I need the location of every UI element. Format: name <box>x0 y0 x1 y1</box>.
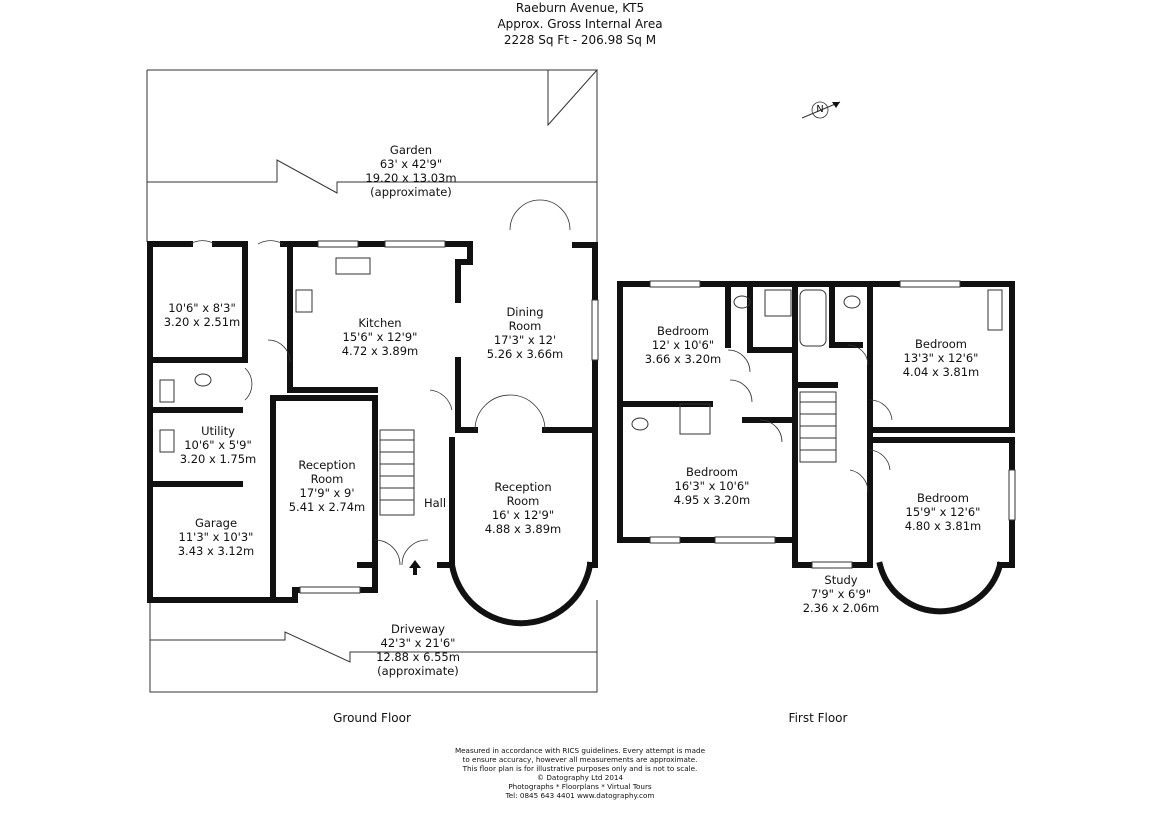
hall-label: Hall <box>423 496 447 510</box>
ground-stairs <box>379 429 415 516</box>
study-label: Study 7'9" x 6'9" 2.36 x 2.06m <box>802 573 880 615</box>
compass-letter: N <box>816 104 824 115</box>
garage-label: Garage 11'3" x 10'3" 3.43 x 3.12m <box>177 516 255 558</box>
garden-outline <box>146 69 599 242</box>
plan-header: Raeburn Avenue, KT5 Approx. Gross Intern… <box>400 0 760 48</box>
first-stairs <box>799 391 837 463</box>
bedroom-2-label: Bedroom 13'3" x 12'6" 4.04 x 3.81m <box>902 337 980 379</box>
dining-room-label: Dining Room 17'3" x 12' 5.26 x 3.66m <box>486 305 564 361</box>
fixtures <box>159 257 1003 453</box>
windows <box>299 240 1016 594</box>
compass-icon <box>801 101 841 119</box>
bedroom-4-label: Bedroom 15'9" x 12'6" 4.80 x 3.81m <box>904 491 982 533</box>
entry-arrow-icon <box>409 560 421 575</box>
store-room-label: 10'6" x 8'3" 3.20 x 2.51m <box>163 301 241 329</box>
bedroom-1-label: Bedroom 12' x 10'6" 3.66 x 3.20m <box>644 324 722 366</box>
disclaimer: Measured in accordance with RICS guideli… <box>454 746 706 800</box>
area-label: Approx. Gross Internal Area <box>497 17 663 31</box>
reception-room-2-label: Reception Room 16' x 12'9" 4.88 x 3.89m <box>484 480 562 536</box>
area-value: 2228 Sq Ft - 206.98 Sq M <box>503 33 657 47</box>
address: Raeburn Avenue, KT5 <box>515 1 645 15</box>
doors <box>189 199 893 566</box>
first-floor-label: First Floor <box>788 711 848 725</box>
bedroom-3-label: Bedroom 16'3" x 10'6" 4.95 x 3.20m <box>673 465 751 507</box>
ground-floor-label: Ground Floor <box>333 711 411 725</box>
reception-room-1-label: Reception Room 17'9" x 9' 5.41 x 2.74m <box>288 458 366 514</box>
driveway-label: Driveway 42'3" x 21'6" 12.88 x 6.55m (ap… <box>376 622 460 678</box>
kitchen-label: Kitchen 15'6" x 12'9" 4.72 x 3.89m <box>341 316 419 358</box>
driveway-outline <box>149 600 598 693</box>
utility-label: Utility 10'6" x 5'9" 3.20 x 1.75m <box>179 424 257 466</box>
garden-label: Garden 63' x 42'9" 19.20 x 13.03m (appro… <box>365 143 457 199</box>
